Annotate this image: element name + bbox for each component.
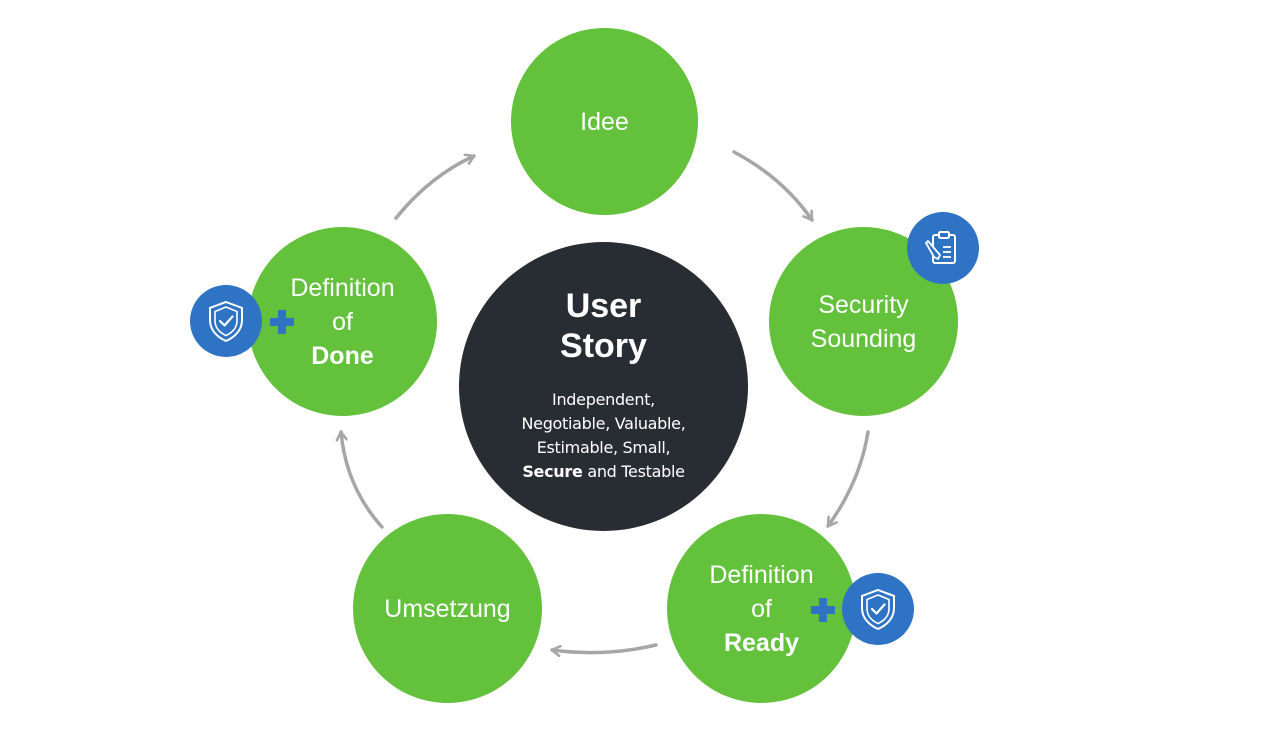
shield-check-icon bbox=[209, 300, 243, 343]
shield-badge-ready bbox=[842, 573, 914, 645]
center-desc-line1: Independent, bbox=[552, 390, 655, 409]
node-umsetzung-label: Umsetzung bbox=[384, 594, 511, 623]
clipboard-badge bbox=[907, 212, 979, 284]
shield-check-icon bbox=[861, 588, 895, 631]
arrow-security-sounding-to-ready bbox=[826, 430, 870, 528]
shield-badge-done bbox=[190, 285, 262, 357]
node-security-sounding-line2: Sounding bbox=[810, 324, 917, 353]
node-idee: Idee bbox=[511, 28, 698, 215]
node-security-sounding-line1: Security bbox=[818, 290, 909, 319]
node-ready-line1: Definition bbox=[709, 560, 814, 589]
arrow-idee-to-security-sounding bbox=[732, 150, 814, 222]
arrow-ready-to-umsetzung bbox=[550, 643, 658, 653]
arrow-umsetzung-to-done bbox=[341, 430, 384, 529]
node-umsetzung: Umsetzung bbox=[353, 514, 542, 703]
node-done-line3: Done bbox=[311, 341, 374, 370]
center-desc-line3: Estimable, Small, bbox=[536, 438, 671, 457]
plus-icon-done bbox=[270, 310, 294, 334]
arrow-done-to-idee bbox=[394, 156, 476, 220]
center-title: User Story bbox=[560, 286, 647, 366]
clipboard-icon bbox=[925, 231, 956, 264]
plus-icon-ready bbox=[811, 598, 835, 622]
center-desc-line4: Secure and Testable bbox=[521, 460, 685, 484]
center-description: Independent, Negotiable, Valuable, Estim… bbox=[521, 388, 685, 484]
center-user-story: User Story Independent, Negotiable, Valu… bbox=[459, 242, 748, 531]
node-idee-label: Idee bbox=[580, 107, 629, 136]
node-done-line1: Definition bbox=[290, 273, 395, 302]
node-done-line2: of bbox=[332, 307, 353, 336]
center-title-line1: User bbox=[565, 287, 642, 325]
center-title-line2: Story bbox=[560, 327, 647, 365]
node-ready-line3: Ready bbox=[723, 628, 800, 657]
center-desc-line4-rest: and Testable bbox=[582, 462, 685, 481]
node-security-sounding: Security Sounding bbox=[769, 227, 958, 416]
center-desc-line2: Negotiable, Valuable, bbox=[521, 414, 686, 433]
node-ready-line2: of bbox=[751, 594, 772, 623]
center-desc-secure: Secure bbox=[522, 462, 583, 481]
